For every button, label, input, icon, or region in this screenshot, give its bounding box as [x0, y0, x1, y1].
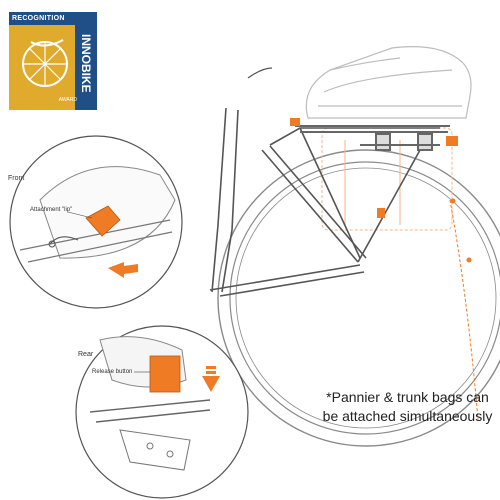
- rear-label: Rear: [78, 351, 94, 358]
- rear-wheel: [217, 149, 500, 447]
- bike-frame: [209, 67, 440, 297]
- release-button-label: Release button: [92, 369, 133, 375]
- innobike-award-badge: RECOGNITION INNOBIKE AWARD: [9, 12, 97, 110]
- front-label: Front: [8, 175, 25, 182]
- attachment-note: *Pannier & trunk bags can be attached si…: [320, 388, 495, 426]
- rear-detail: [75, 325, 249, 499]
- award-sub-label: AWARD: [58, 97, 77, 103]
- guide-line: [449, 199, 479, 421]
- left-arrow-icon: [108, 262, 138, 278]
- down-arrow-icon: [202, 366, 220, 392]
- award-top-label: RECOGNITION: [9, 12, 97, 25]
- attachment-lip-label: Attachment "lip": [30, 207, 73, 213]
- award-side-bar: [75, 25, 97, 110]
- front-callout-line: [67, 211, 93, 219]
- rear-rack: [295, 125, 450, 151]
- pannier-bag: [321, 127, 453, 231]
- bicycle-wheel-icon: [22, 39, 68, 87]
- orange-clips: [290, 118, 472, 263]
- note-line-1: *Pannier & trunk bags can: [326, 389, 489, 405]
- trunk-bag: [305, 46, 472, 119]
- front-detail: [9, 135, 183, 309]
- note-line-2: be attached simultaneously: [322, 408, 493, 424]
- award-name: INNOBIKE: [79, 34, 93, 93]
